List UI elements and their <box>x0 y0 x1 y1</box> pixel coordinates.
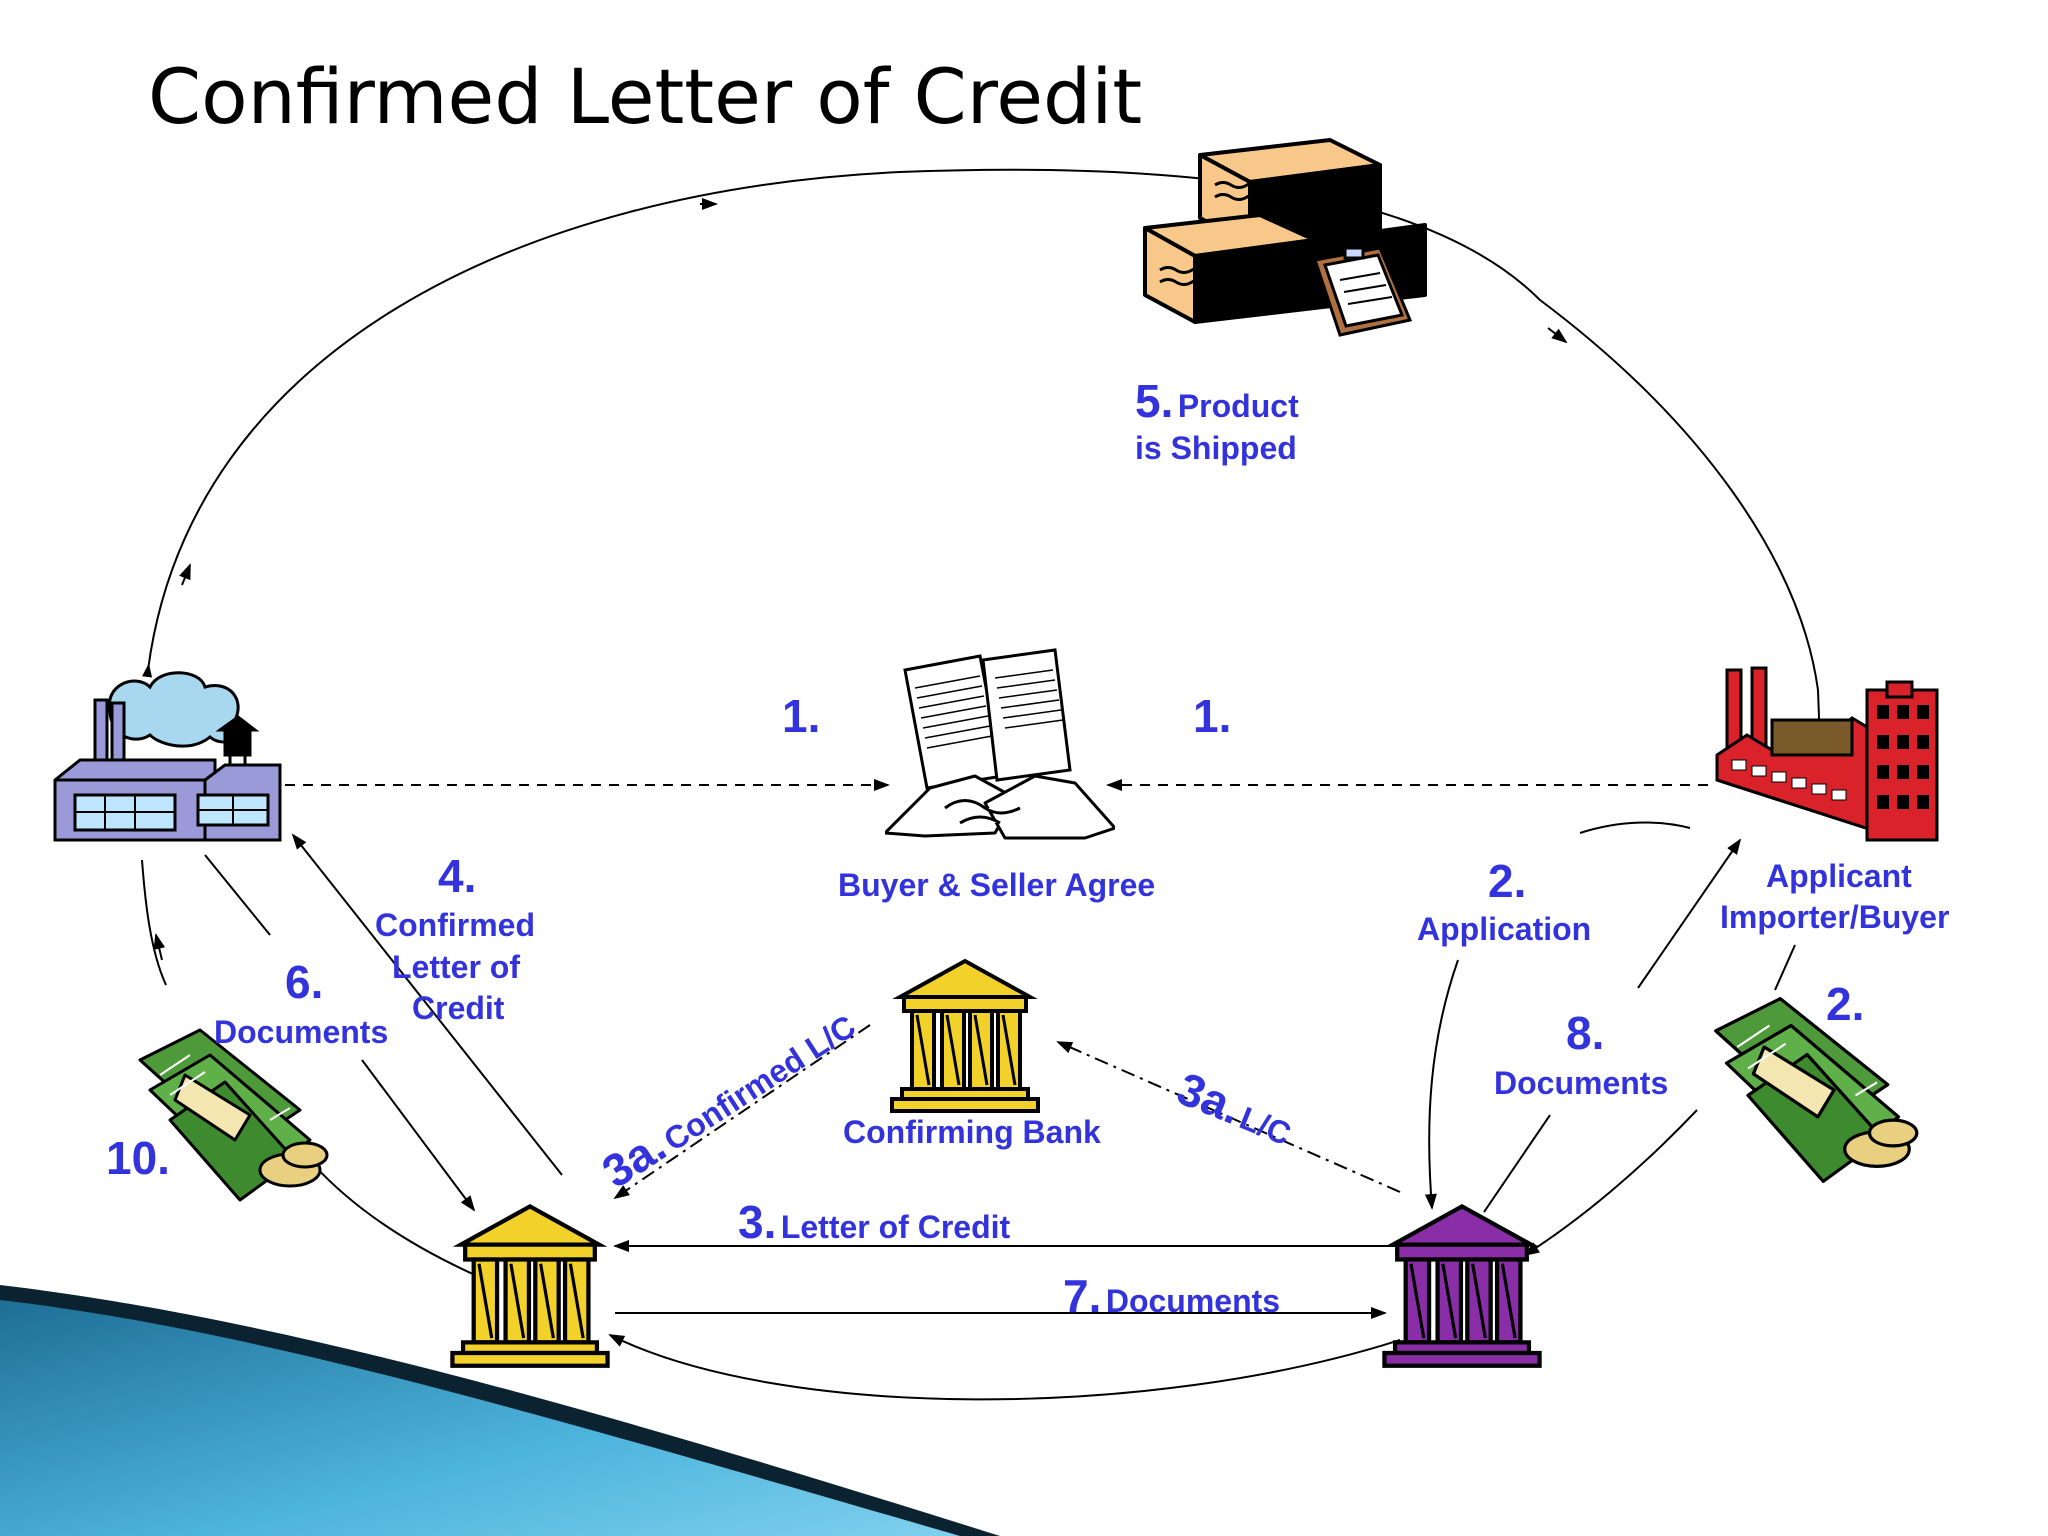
advising-bank-icon <box>450 1203 610 1368</box>
step7-label: 7. Documents <box>1063 1270 1280 1322</box>
step1-right-label: 1. <box>1193 690 1232 742</box>
agree-label: Buyer & Seller Agree <box>838 867 1156 903</box>
confirming-bank-icon <box>890 958 1040 1113</box>
step5-line2: is Shipped <box>1135 430 1297 466</box>
step8-text: Documents <box>1494 1065 1669 1101</box>
buyer-factory-icon <box>1715 666 1939 842</box>
step5-number: 5. <box>1135 375 1174 427</box>
step4-line1: Confirmed <box>375 907 535 943</box>
step5-line1: Product <box>1177 388 1299 424</box>
money-bundle-icon <box>138 1028 329 1202</box>
applicant-line1: Applicant <box>1766 858 1912 894</box>
seller-factory-icon <box>53 671 282 842</box>
step3-text: Letter of Credit <box>780 1209 1011 1245</box>
step2-app-number: 2. <box>1488 855 1527 907</box>
slide-title: Confirmed Letter of Credit <box>148 52 1143 141</box>
issuing-bank-icon <box>1382 1203 1542 1368</box>
step5-label: 5. Product is Shipped <box>1135 375 1299 469</box>
step2-money-number: 2. <box>1826 978 1865 1030</box>
applicant-line2: Importer/Buyer <box>1720 899 1950 935</box>
shipping-boxes-icon <box>1143 138 1427 337</box>
step8-number: 8. <box>1566 1007 1605 1059</box>
confirming-bank-label: Confirming Bank <box>843 1114 1101 1150</box>
step4-number: 4. <box>438 850 477 902</box>
step3-number: 3. <box>738 1196 777 1248</box>
step7-text: Documents <box>1105 1283 1281 1319</box>
money-bundle-icon <box>1714 997 1919 1183</box>
step4-line2: Letter of <box>392 949 520 985</box>
shipping-arc <box>142 168 1819 691</box>
step1-left-label: 1. <box>782 690 821 742</box>
step7-number: 7. <box>1063 1270 1102 1322</box>
handshake-contract-icon <box>885 648 1115 840</box>
step6-text: Documents <box>214 1014 389 1050</box>
step6-number: 6. <box>285 956 324 1008</box>
step3-label: 3. Letter of Credit <box>738 1196 1010 1248</box>
step2-app-text: Application <box>1417 911 1592 947</box>
step10-number: 10. <box>106 1132 170 1184</box>
step4-line3: Credit <box>412 990 505 1026</box>
